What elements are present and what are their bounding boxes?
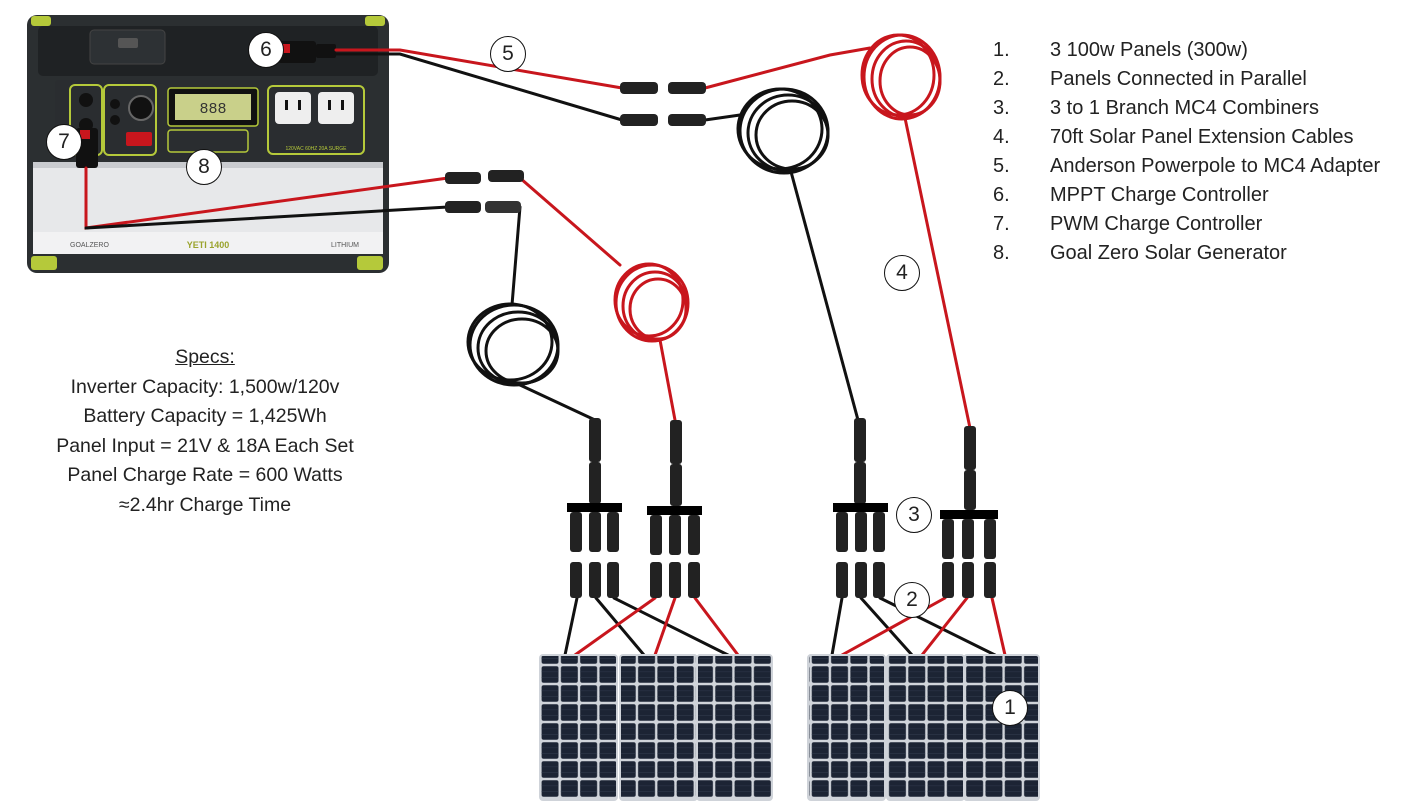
solar-panel: [963, 654, 1040, 801]
ac-label: 120VAC 60HZ 20A SURGE: [285, 146, 347, 152]
mc4-combiner-right-red: [940, 426, 998, 598]
cable-coil-right-black: [736, 87, 830, 175]
legend-list: 1. 3 100w Panels (300w) 2. Panels Connecte…: [993, 36, 1380, 268]
legend-text: PWM Charge Controller: [1050, 213, 1263, 235]
legend-num: 6.: [993, 184, 1010, 206]
legend-item: 2. Panels Connected in Parallel: [993, 65, 1380, 94]
cable-coil-right-red: [860, 33, 942, 121]
mc4-combiner-left-black: [567, 418, 622, 598]
mc4-combiner-right-black: [833, 418, 888, 598]
specs-title: Specs:: [175, 346, 235, 368]
callout-3: 3: [896, 497, 932, 533]
anderson-connector-mppt: [278, 41, 336, 63]
battery-label: LITHIUM: [331, 242, 359, 249]
mc4-combiner-left-red: [647, 420, 702, 598]
brand-label: GOALZERO: [70, 242, 109, 249]
specs-block: Specs: Inverter Capacity: 1,500w/120v Ba…: [20, 343, 390, 520]
legend-text: MPPT Charge Controller: [1050, 184, 1269, 206]
solar-panel: [886, 654, 965, 801]
solar-panel: [619, 654, 698, 801]
legend-item: 4. 70ft Solar Panel Extension Cables: [993, 123, 1380, 152]
legend-item: 5. Anderson Powerpole to MC4 Adapter: [993, 152, 1380, 181]
legend-num: 1.: [993, 39, 1010, 61]
model-label: YETI 1400: [187, 240, 230, 250]
legend-text: 3 to 1 Branch MC4 Combiners: [1050, 97, 1320, 119]
solar-panel: [807, 654, 886, 801]
legend-num: 8.: [993, 242, 1010, 264]
generator-display: 888: [199, 101, 226, 118]
legend-num: 7.: [993, 213, 1010, 235]
legend-item: 7. PWM Charge Controller: [993, 210, 1380, 239]
solar-panel-set-right: [807, 654, 1040, 801]
callout-7: 7: [46, 124, 82, 160]
specs-line: Inverter Capacity: 1,500w/120v: [70, 375, 340, 398]
legend-num: 2.: [993, 68, 1010, 90]
cable-coil-left-black: [466, 302, 560, 387]
callout-5: 5: [490, 36, 526, 72]
solar-panel: [696, 654, 773, 801]
specs-line: ≈2.4hr Charge Time: [118, 493, 292, 516]
legend-num: 5.: [993, 155, 1010, 177]
legend-item: 8. Goal Zero Solar Generator: [993, 239, 1380, 268]
cable-coil-left-red: [613, 262, 690, 343]
callout-6: 6: [248, 32, 284, 68]
legend-text: Goal Zero Solar Generator: [1050, 242, 1287, 264]
callout-8: 8: [186, 149, 222, 185]
mc4-adapter-pwm: [445, 170, 524, 213]
legend-text: 3 100w Panels (300w): [1050, 39, 1248, 61]
mc4-adapter-mppt: [620, 82, 706, 126]
legend-num: 4.: [993, 126, 1010, 148]
solar-panel-set-left: [539, 654, 773, 801]
legend-text: Anderson Powerpole to MC4 Adapter: [1050, 155, 1381, 177]
wires: [84, 46, 1007, 657]
specs-line: Panel Input = 21V & 18A Each Set: [56, 434, 354, 457]
legend-item: 6. MPPT Charge Controller: [993, 181, 1380, 210]
callout-1: 1: [992, 690, 1028, 726]
legend-item: 3. 3 to 1 Branch MC4 Combiners: [993, 94, 1380, 123]
legend-text: 70ft Solar Panel Extension Cables: [1050, 126, 1354, 148]
specs-line: Panel Charge Rate = 600 Watts: [67, 464, 343, 486]
solar-panel: [539, 654, 618, 801]
callout-4: 4: [884, 255, 920, 291]
callout-2: 2: [894, 582, 930, 618]
legend-item: 1. 3 100w Panels (300w): [993, 36, 1380, 65]
legend-num: 3.: [993, 97, 1010, 119]
specs-line: Battery Capacity = 1,425Wh: [83, 405, 327, 427]
solar-generator: 888 120VAC 60HZ 20A SURGE GOALZERO YETI …: [27, 15, 389, 273]
legend-text: Panels Connected in Parallel: [1050, 68, 1307, 90]
